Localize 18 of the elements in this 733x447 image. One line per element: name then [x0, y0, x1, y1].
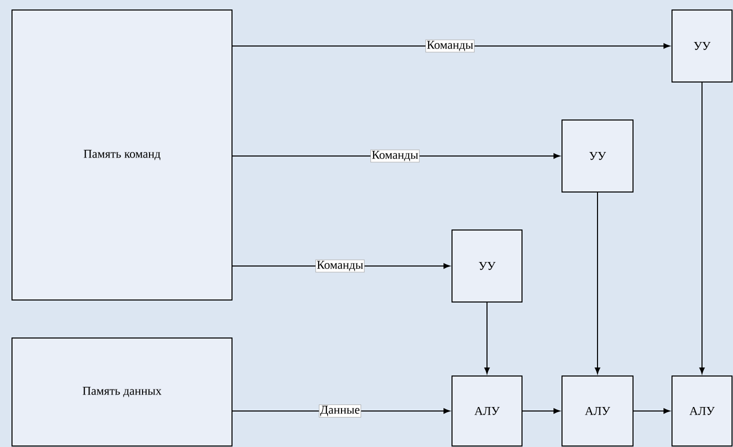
edge-label: Команды	[370, 150, 420, 162]
unit-box: УУ	[452, 230, 522, 302]
edge-label: Команды	[315, 260, 365, 272]
arrow	[594, 192, 600, 374]
unit-box: УУ	[672, 10, 732, 82]
edge-label: Команды	[425, 40, 475, 52]
arrow	[699, 82, 705, 374]
unit-box: АЛУ	[452, 376, 522, 446]
arrow	[484, 302, 490, 374]
arrow	[633, 408, 670, 414]
edge-label: Данные	[318, 404, 362, 418]
memory-block: Память данных	[12, 338, 232, 446]
arrow	[232, 43, 670, 49]
unit-box: УУ	[562, 120, 634, 192]
unit-box: АЛУ	[562, 376, 634, 446]
arrow	[522, 408, 560, 414]
memory-block: Память команд	[12, 10, 232, 300]
unit-box: АЛУ	[672, 376, 732, 446]
